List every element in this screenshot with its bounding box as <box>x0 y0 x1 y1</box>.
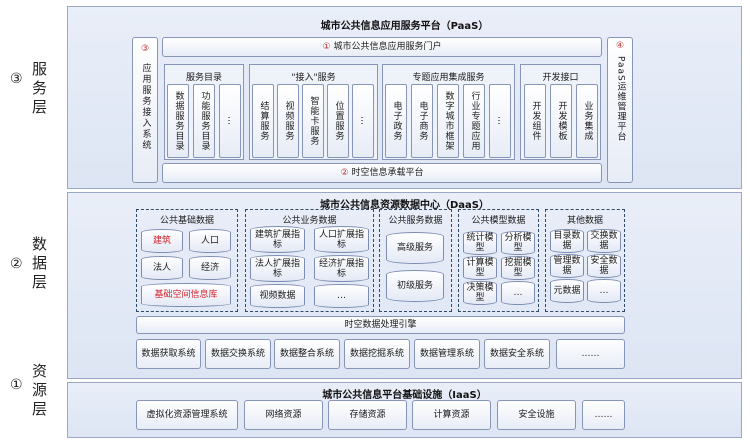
building-ext-index: 建筑扩展指标 <box>250 226 305 253</box>
settlement-service: 结算服务 <box>252 84 274 158</box>
data-mining-system: 数据挖掘系统 <box>344 339 410 369</box>
iaas-title: 城市公共信息平台基础设施（IaaS） <box>322 390 487 401</box>
basic-service: 初级服务 <box>386 270 444 302</box>
data-layer-number: ② <box>10 256 23 272</box>
virtualization-mgmt-system: 虚拟化资源管理系统 <box>136 400 238 430</box>
function-service-catalog: 功能服务目录 <box>193 84 215 158</box>
statistical-model: 统计模型 <box>463 231 497 255</box>
population-data: 人口 <box>189 229 231 253</box>
industry-thematic-app: 行业专题应用 <box>463 84 485 158</box>
video-data: 视频数据 <box>250 284 305 308</box>
storage-resources: 存储资源 <box>328 400 407 430</box>
paas-title: 城市公共信息应用服务平台（PaaS） <box>320 21 489 32</box>
data-layer-name: 数据层 <box>32 235 48 291</box>
exchange-data: 交换数据 <box>587 229 621 253</box>
other-data-group <box>545 209 625 312</box>
resource-layer-number: ① <box>10 377 23 393</box>
thematic-integration-title: 专题应用集成服务 <box>412 73 485 83</box>
location-service: 位置服务 <box>327 84 349 158</box>
data-integration-system: 数据整合系统 <box>274 339 340 369</box>
other-data-title: 其他数据 <box>566 216 603 226</box>
spatiotemporal-engine: 时空数据处理引擎 <box>136 316 625 334</box>
daas-title: 城市公共信息资源数据中心（DaaS） <box>320 200 489 211</box>
spatiotemporal-platform-number: ② <box>340 167 349 178</box>
legal-person-data: 法人 <box>141 256 183 280</box>
business-data-group <box>245 209 374 312</box>
access-services-title: "接入"服务 <box>291 73 336 83</box>
basic-data-group <box>136 209 238 312</box>
catalog-more: … <box>219 84 241 158</box>
dev-template: 开发模板 <box>550 84 572 158</box>
dev-interface-title: 开发接口 <box>542 73 579 83</box>
spatiotemporal-platform-box: ② 时空信息承载平台 <box>162 163 602 183</box>
decision-model: 决策模型 <box>463 281 497 305</box>
network-resources: 网络资源 <box>244 400 323 430</box>
security-data: 安全数据 <box>587 254 621 278</box>
access-system-label: 应用服务接入系统 <box>140 63 151 151</box>
business-data-title: 公共业务数据 <box>282 216 337 226</box>
business-integration: 业务集成 <box>576 84 598 158</box>
building-data: 建筑 <box>141 229 183 253</box>
access-more: … <box>352 84 374 158</box>
video-service: 视频服务 <box>277 84 299 158</box>
service-data-group <box>379 209 452 312</box>
e-government: 电子政务 <box>385 84 407 158</box>
security-facilities: 安全设施 <box>497 400 576 430</box>
model-data-title: 公共模型数据 <box>471 216 526 226</box>
metadata: 元数据 <box>550 279 584 303</box>
mining-model: 挖掘模型 <box>501 256 535 280</box>
model-data-group <box>458 209 539 312</box>
digital-city-framework: 数字城市框架 <box>437 84 459 158</box>
iaas-more: …… <box>582 400 625 430</box>
service-layer-name: 服务层 <box>32 60 48 116</box>
business-data-more: … <box>314 284 369 308</box>
portal-box: ① 城市公共信息应用服务门户 <box>162 37 602 57</box>
resource-layer-name: 资源层 <box>32 362 48 418</box>
spatiotemporal-platform-label: 时空信息承载平台 <box>351 167 424 178</box>
economy-data: 经济 <box>189 256 231 280</box>
population-ext-index: 人口扩展指标 <box>314 226 369 253</box>
access-system-box: ③ 应用服务接入系统 <box>132 37 158 183</box>
other-data-more: … <box>587 279 621 303</box>
service-layer-number: ③ <box>10 71 23 87</box>
model-data-more: … <box>501 281 535 305</box>
basic-data-title: 公共基础数据 <box>159 216 214 226</box>
computation-model: 计算模型 <box>463 256 497 280</box>
data-security-system: 数据安全系统 <box>484 339 550 369</box>
thematic-more: … <box>489 84 511 158</box>
data-management-system: 数据管理系统 <box>414 339 480 369</box>
systems-more: …… <box>556 339 625 369</box>
advanced-service: 高级服务 <box>386 232 444 264</box>
access-system-number: ③ <box>140 44 150 54</box>
catalog-data: 目录数据 <box>550 229 584 253</box>
legal-person-ext-index: 法人扩展指标 <box>250 255 305 282</box>
compute-resources: 计算资源 <box>412 400 491 430</box>
e-commerce: 电子商务 <box>411 84 433 158</box>
portal-label: 城市公共信息应用服务门户 <box>333 41 442 52</box>
service-data-title: 公共服务数据 <box>388 216 443 226</box>
dev-component: 开发组件 <box>524 84 546 158</box>
service-catalog-title: 服务目录 <box>185 73 222 83</box>
smart-card-service: 智能卡服务 <box>302 84 324 158</box>
economy-ext-index: 经济扩展指标 <box>314 255 369 282</box>
management-data: 管理数据 <box>550 254 584 278</box>
ops-platform-label: PaaS运维管理平台 <box>615 56 626 142</box>
ops-platform-box: ④ PaaS运维管理平台 <box>607 37 633 183</box>
spatial-info-base: 基础空间信息库 <box>141 283 231 307</box>
data-acquisition-system: 数据获取系统 <box>136 339 201 369</box>
data-exchange-system: 数据交换系统 <box>205 339 271 369</box>
data-service-catalog: 数据服务目录 <box>167 84 189 158</box>
ops-platform-number: ④ <box>615 41 625 51</box>
analysis-model: 分析模型 <box>501 231 535 255</box>
portal-number: ① <box>322 41 331 52</box>
